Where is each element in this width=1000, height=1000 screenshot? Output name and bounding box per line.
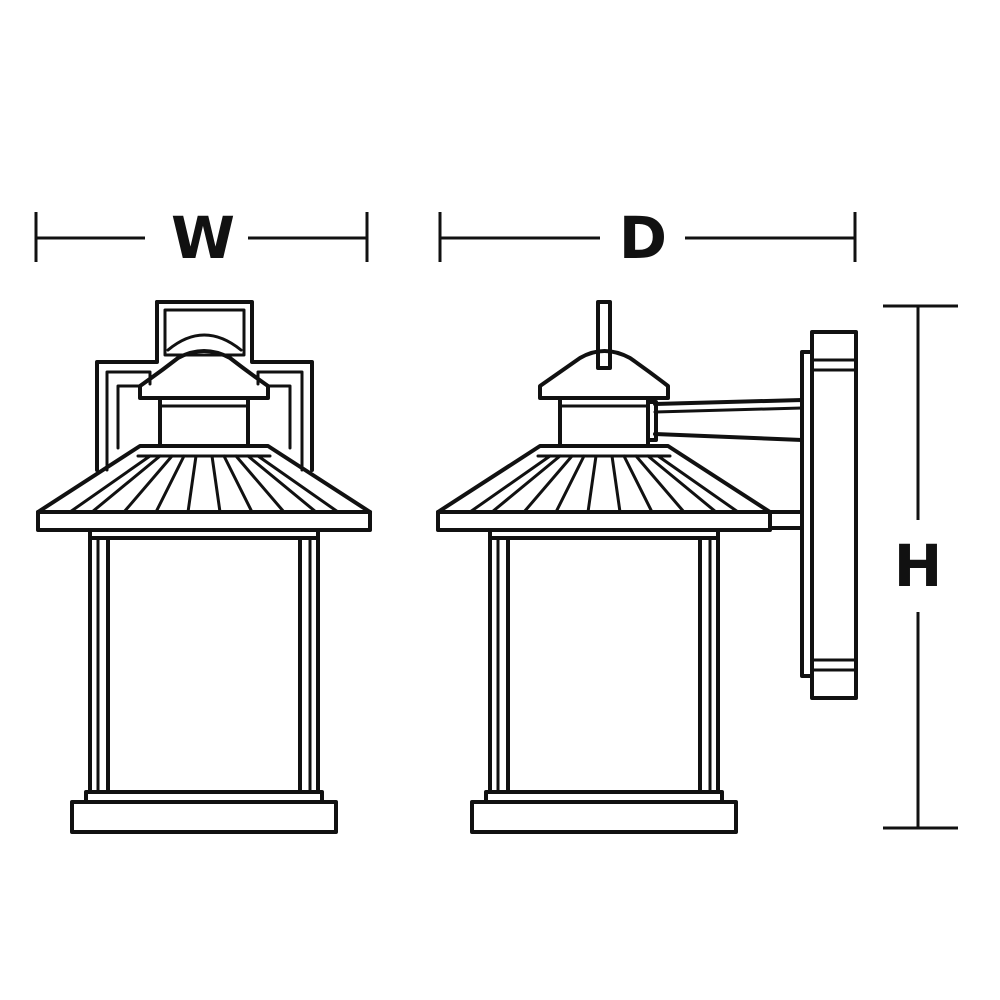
depth-label: D [619,204,667,272]
side-body [470,528,738,834]
front-cap [138,349,270,448]
front-body [70,528,338,834]
side-cap [538,349,670,448]
height-label: H [894,532,943,600]
front-view [36,300,372,834]
width-dimension: W [34,204,369,272]
side-wall-plate [800,330,858,700]
side-roof [436,444,772,532]
front-roof [36,444,372,532]
depth-dimension: D [438,204,857,272]
height-dimension: H [883,304,958,830]
side-view [436,300,858,834]
side-arm [653,398,804,530]
width-label: W [171,204,235,272]
side-finial-rod [596,300,612,370]
